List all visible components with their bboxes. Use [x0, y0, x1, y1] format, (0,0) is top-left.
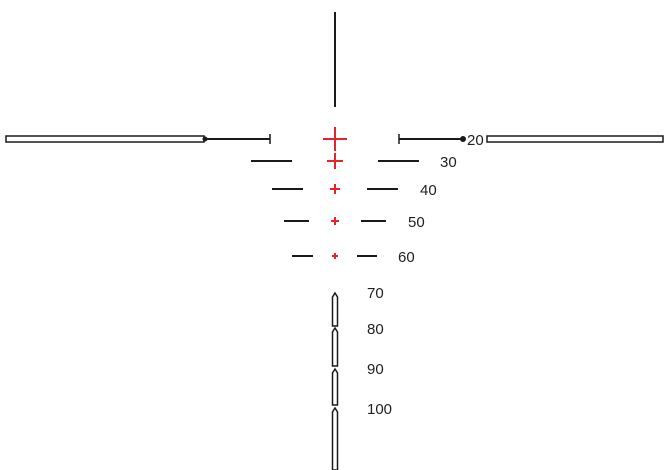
range-label-60: 60: [398, 249, 415, 266]
bottom-post-70: [331, 291, 339, 327]
range-label-100: 100: [367, 401, 392, 418]
range-label-70: 70: [367, 285, 384, 302]
horizontal-post-right: [486, 135, 664, 143]
range-label-90: 90: [367, 361, 384, 378]
bottom-post-90: [331, 367, 339, 406]
range-label-20: 20: [467, 132, 484, 149]
horizontal-stadia-right: [398, 134, 466, 144]
range-label-40: 40: [420, 182, 437, 199]
bottom-post-80: [331, 326, 339, 367]
range-label-80: 80: [367, 321, 384, 338]
horizontal-stadia-left: [205, 134, 271, 144]
range-label-50: 50: [408, 214, 425, 231]
range-label-30: 30: [440, 154, 457, 171]
horizontal-post-left: [5, 135, 208, 143]
bottom-post-100: [331, 406, 339, 470]
